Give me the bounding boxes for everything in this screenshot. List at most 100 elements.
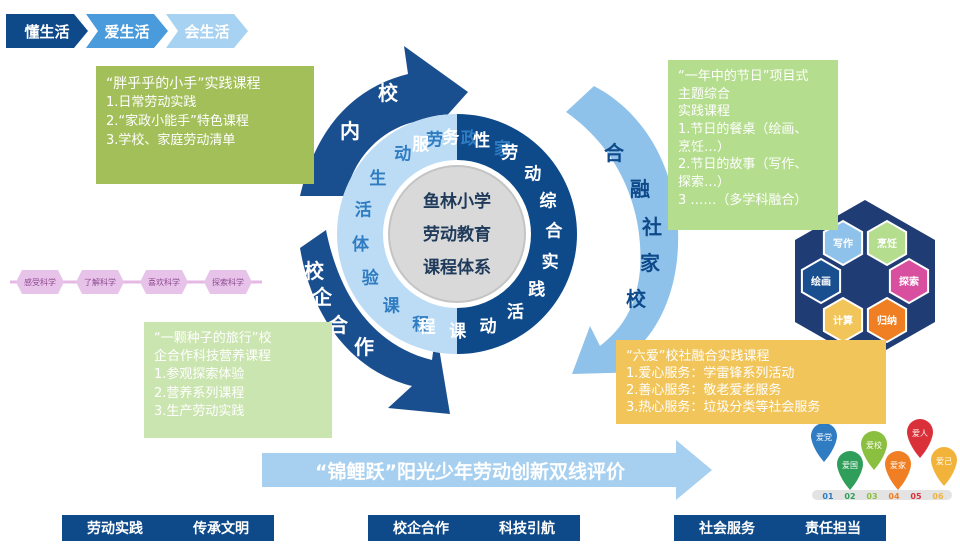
ring-right-char: 务 [442, 127, 460, 148]
ring-left-char: 政 [461, 128, 479, 149]
arrow-label-char: 校 [378, 81, 399, 105]
hexagon-cluster: 写作烹饪绘画探索计算归纳 [795, 200, 935, 362]
pin-label: 爱人 [912, 429, 928, 438]
ring-right-char: 劳 [501, 143, 518, 164]
arrow-label-char: 内 [340, 119, 360, 143]
science-path-node [16, 270, 64, 294]
box-top-right-line: “一年中的节日”项目式 [678, 69, 809, 84]
hexagon-label: 绘画 [811, 275, 831, 288]
pin-label: 爱己 [936, 457, 952, 466]
map-pin-icon [861, 431, 887, 470]
ring-left-char: 验 [362, 268, 380, 289]
box-top-right-line: 1.节日的餐桌（绘画、 [678, 122, 808, 138]
badge-group-1: 劳动实践 传承文明 [62, 515, 274, 541]
ring-right-char: 综 [540, 190, 557, 211]
badge-label: 科技引航 [499, 521, 555, 537]
arrow-label-char: 家 [640, 251, 661, 275]
box-bottom-right: “六爱”校社融合实践课程 1.爱心服务：学雷锋系列活动 2.善心服务：敬老爱老服… [616, 340, 886, 424]
center-circle [389, 166, 525, 302]
arrow-right [566, 86, 679, 374]
box-top-left: “胖乎乎的小手”实践课程 1.日常劳动实践 2.“家政小能手”特色课程 3.学校… [96, 66, 314, 184]
ring-left-char: 活 [355, 199, 372, 220]
ring-left-char: 体 [352, 234, 370, 255]
ring-right-char: 动 [524, 164, 541, 184]
arrow-bottom-left [300, 230, 450, 414]
arrow-label-char: 融 [630, 177, 650, 201]
tab-love-life: 爱生活 [86, 14, 168, 48]
step-number: 01 [822, 492, 834, 501]
pin-label: 爱党 [816, 432, 832, 442]
hexagon-cell [888, 257, 930, 305]
ring-right-char: 服 [412, 135, 430, 155]
ring-left-char: 劳 [426, 130, 443, 151]
box-bottom-right-line: 3.热心服务：垃圾分类等社会服务 [626, 400, 821, 416]
ring-left-char: 动 [394, 145, 411, 165]
box-bottom-right-line: “六爱”校社融合实践课程 [626, 349, 770, 364]
arrow-label-char: 企 [311, 285, 333, 309]
hexagon-cell [866, 219, 908, 267]
science-path-node [204, 270, 252, 294]
center-title-line2: 劳动教育 [423, 224, 491, 245]
badge-label: 责任担当 [805, 521, 861, 537]
science-path-label: 探索科学 [212, 277, 244, 287]
box-top-right: “一年中的节日”项目式 主题综合 实践课程 1.节日的餐桌（绘画、 烹饪…） 2… [668, 60, 838, 230]
ring-right-char: 实 [542, 251, 559, 272]
tab-label: 懂生活 [24, 22, 70, 41]
map-pin-icon [811, 423, 837, 462]
box-top-right-line: 烹饪…） [678, 139, 731, 155]
pin-label: 爱家 [890, 460, 906, 470]
ring-right-char: 程 [419, 317, 436, 337]
step-number: 04 [888, 492, 900, 501]
box-bottom-left-line: 3.生产劳动实践 [154, 403, 245, 419]
science-path-label: 喜欢科学 [148, 277, 180, 287]
science-path-node [76, 270, 124, 294]
ring-right-char: 课 [449, 322, 467, 342]
badge-label: 校企合作 [393, 521, 449, 537]
tab-label: 会生活 [184, 22, 230, 41]
map-pin-icon [907, 419, 933, 458]
box-bottom-left-line: 2.营养系列课程 [154, 385, 245, 401]
ring-right-char: 动 [480, 317, 497, 337]
pin-label: 爱国 [842, 461, 858, 470]
ring-left-char: 家 [494, 138, 511, 159]
pin-label: 爱校 [866, 440, 882, 450]
ring-left-char: 程 [412, 315, 429, 335]
science-path-label: 了解科学 [84, 277, 116, 287]
box-top-left-item: 3.学校、家庭劳动清单 [106, 132, 236, 148]
map-pin-icon [837, 451, 863, 490]
badge-group-2: 校企合作 科技引航 [368, 515, 580, 541]
box-top-right-line: 2.节日的故事（写作、 [678, 157, 808, 173]
ring-left-char: 课 [383, 296, 401, 316]
evaluation-arrow [262, 440, 712, 500]
ring-left-char: 生 [369, 168, 386, 189]
box-bottom-left-line: 1.参观探索体验 [154, 367, 245, 383]
box-top-left-item: 2.“家政小能手”特色课程 [106, 114, 249, 130]
hexagon-cell [800, 257, 842, 305]
tab-label: 爱生活 [104, 22, 150, 41]
box-bottom-right-line: 1.爱心服务：学雷锋系列活动 [626, 366, 795, 382]
arrow-label-char: 社 [641, 215, 662, 239]
box-bottom-left: “一颗种子的旅行”校 企合作科技营养课程 1.参观探索体验 2.营养系列课程 3… [144, 322, 332, 438]
ring-right-char: 合 [545, 221, 563, 242]
ring-right-char: 活 [507, 302, 524, 323]
arrow-label-char: 作 [354, 335, 374, 359]
arrow-top-left [300, 46, 468, 196]
evaluation-banner-text: “锦鲤跃”阳光少年劳动创新双线评价 [315, 460, 626, 483]
ring-right-char: 性 [473, 130, 490, 151]
ring-right-char: 践 [528, 279, 545, 300]
arrow-label-char: 校 [626, 287, 647, 311]
science-path-node [140, 270, 188, 294]
hexagon-label: 写作 [833, 237, 853, 250]
badge-label: 传承文明 [193, 521, 249, 537]
step-number: 02 [844, 492, 855, 501]
arrow-label-char: 校 [304, 259, 325, 283]
hexagon-label: 计算 [833, 314, 853, 327]
step-bar-track [812, 490, 952, 500]
box-bottom-left-line: “一颗种子的旅行”校 [154, 331, 272, 346]
box-top-right-line: 实践课程 [678, 104, 731, 120]
step-number: 03 [866, 492, 877, 501]
map-pin-icon [931, 447, 957, 486]
box-top-right-line: 主题综合 [678, 86, 731, 102]
